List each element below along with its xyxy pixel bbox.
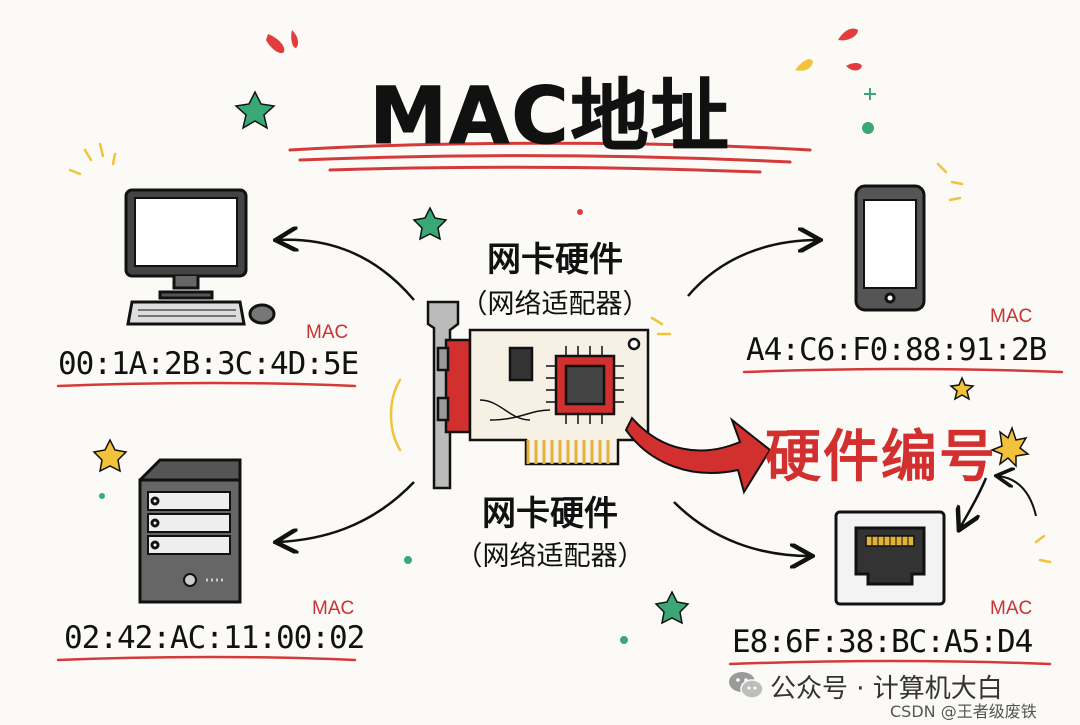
decor-splash-top-left xyxy=(266,30,299,54)
smartphone-icon xyxy=(854,184,926,312)
decor-dots xyxy=(99,122,874,644)
network-card-icon xyxy=(426,300,650,490)
desktop-computer-icon xyxy=(124,188,276,326)
decor-plus xyxy=(864,88,876,100)
wechat-icon xyxy=(729,672,764,699)
page-title: MAC地址 xyxy=(369,72,731,163)
mac-tag-desktop: MAC xyxy=(306,322,349,343)
decor-ticks xyxy=(68,142,1052,564)
hardware-id-callout: 硬件编号 xyxy=(765,425,997,490)
ethernet-port-icon xyxy=(834,510,946,606)
decor-stars xyxy=(92,90,1030,625)
server-icon xyxy=(138,458,242,604)
nic-sublabel-lower: （网络适配器） xyxy=(455,541,645,572)
decor-splash-yellow xyxy=(795,59,813,71)
connector-arrows xyxy=(278,240,988,556)
curl-arrow xyxy=(998,476,1037,517)
mac-address-smartphone: A4:C6:F0:88:91:2B xyxy=(746,332,1047,368)
nic-sublabel-upper: （网络适配器） xyxy=(460,289,650,320)
hardware-id-arrow xyxy=(624,416,772,495)
mac-tag-server: MAC xyxy=(312,598,355,619)
card-glow-ticks xyxy=(389,316,672,452)
nic-label-upper: 网卡硬件 xyxy=(487,240,623,280)
title-underline xyxy=(288,141,812,174)
mac-tag-ethernet: MAC xyxy=(990,598,1033,619)
mac-tag-smartphone: MAC xyxy=(990,306,1033,327)
mac-address-desktop: 00:1A:2B:3C:4D:5E xyxy=(58,346,359,382)
mac-address-ethernet: E8:6F:38:BC:A5:D4 xyxy=(732,624,1033,660)
mac-address-server: 02:42:AC:11:00:02 xyxy=(64,620,365,656)
csdn-watermark: CSDN @王者级废铁 xyxy=(890,702,1037,721)
decor-splash-top-right xyxy=(838,28,862,71)
nic-label-lower: 网卡硬件 xyxy=(482,494,618,534)
address-underlines xyxy=(56,367,1064,666)
channel-credit: 公众号 · 计算机大白 xyxy=(770,674,1003,704)
